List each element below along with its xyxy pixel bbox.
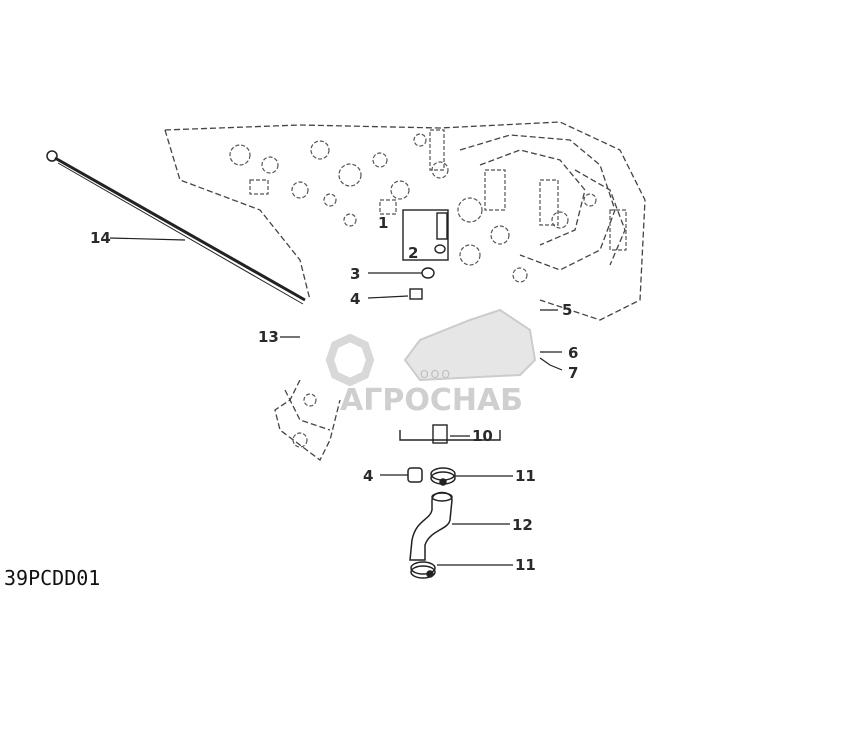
callout-12: 12: [512, 516, 533, 534]
watermark-prefix: ООО: [420, 368, 452, 381]
lower-parts-drawing: [407, 467, 456, 579]
sensor-bracket-drawing: [402, 209, 449, 261]
callout-6: 6: [568, 344, 578, 362]
callout-1: 1: [378, 214, 388, 232]
tractor-watermark-icon: [403, 308, 537, 382]
engine-block-drawing: [164, 121, 646, 461]
callout-7: 7: [568, 364, 578, 382]
gear-watermark-icon: [325, 333, 375, 387]
callout-labels: 1 2 3 4 5 6 7 10 4 11 12 11 13 14: [90, 214, 578, 574]
callout-3: 3: [350, 265, 360, 283]
callout-10: 10: [472, 427, 493, 445]
watermark-name: АГРОСНАБ: [340, 383, 523, 418]
drawing-code: 39PCDD01: [4, 566, 100, 590]
watermark: ООО АГРОСНАБ: [325, 308, 537, 418]
leader-lines: [109, 237, 563, 566]
callout-14: 14: [90, 229, 111, 247]
engine-detail-shapes: [229, 129, 627, 448]
pipe-assembly-drawing: [399, 424, 501, 444]
callout-11-upper: 11: [515, 467, 536, 485]
callout-5: 5: [562, 301, 572, 319]
callout-11-lower: 11: [515, 556, 536, 574]
callout-2: 2: [408, 244, 418, 262]
callout-4-upper: 4: [350, 290, 360, 308]
callout-4-lower: 4: [363, 467, 373, 485]
dipstick-drawing: [46, 150, 306, 305]
callout-13: 13: [258, 328, 279, 346]
